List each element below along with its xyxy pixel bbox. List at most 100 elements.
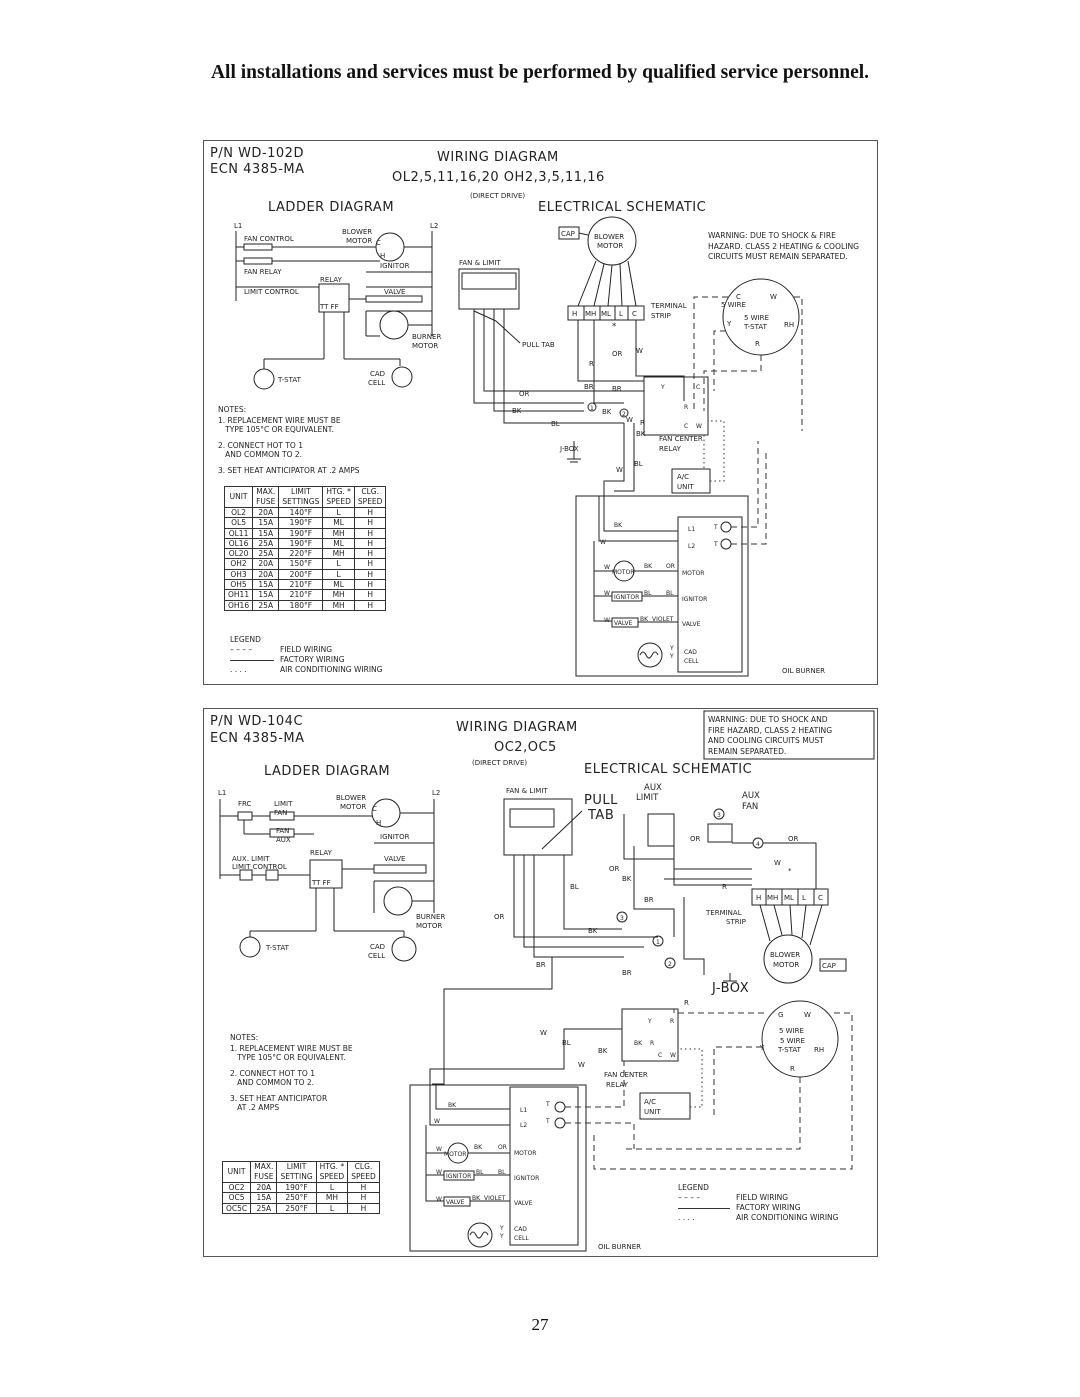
svg-text:W: W <box>604 590 610 597</box>
d1-drive: (DIRECT DRIVE) <box>470 192 525 200</box>
svg-text:LIMIT CONTROL: LIMIT CONTROL <box>244 288 299 296</box>
svg-text:BL: BL <box>634 460 643 468</box>
svg-text:A/C: A/C <box>677 473 689 481</box>
d1-ladder: L1 L2 FAN CONTROL BLOWER MOTOR C H FAN R… <box>234 222 441 390</box>
svg-text:RELAY: RELAY <box>320 276 343 284</box>
svg-text:ML: ML <box>601 310 611 318</box>
svg-text:R: R <box>790 1065 795 1073</box>
svg-text:L: L <box>802 894 806 902</box>
svg-text:MOTOR: MOTOR <box>412 342 438 350</box>
svg-text:VIOLET: VIOLET <box>484 1195 506 1202</box>
svg-text:BR: BR <box>536 961 546 969</box>
svg-text:1: 1 <box>590 405 594 412</box>
svg-text:R: R <box>722 883 727 891</box>
svg-text:IGNITOR: IGNITOR <box>682 596 707 603</box>
svg-text:FAN: FAN <box>276 827 289 835</box>
svg-text:BL: BL <box>570 883 579 891</box>
svg-text:Y: Y <box>499 1225 504 1232</box>
svg-text:L1: L1 <box>234 222 242 230</box>
svg-text:C: C <box>376 239 381 247</box>
svg-text:R: R <box>684 404 688 411</box>
svg-text:Y: Y <box>669 645 674 652</box>
d2-ladder-title: LADDER DIAGRAM <box>264 764 390 779</box>
svg-text:BL: BL <box>498 1169 506 1176</box>
d2-ladder: L1 L2 FRC LIMIT FAN FAN AUX BLOWER MOTOR… <box>218 789 445 962</box>
svg-text:MOTOR: MOTOR <box>597 242 623 250</box>
wiring-diagram-wd104c: P/N WD-104C ECN 4385-MA WIRING DIAGRAM O… <box>203 708 878 1257</box>
svg-text:CAD: CAD <box>514 1226 527 1233</box>
diagram2-drawing: P/N WD-104C ECN 4385-MA WIRING DIAGRAM O… <box>210 710 875 1252</box>
svg-text:BL: BL <box>551 420 560 428</box>
svg-text:G: G <box>778 1011 783 1019</box>
svg-text:W: W <box>434 1118 440 1125</box>
svg-text:FAN CENTER: FAN CENTER <box>659 435 703 443</box>
svg-text:MOTOR: MOTOR <box>612 569 634 576</box>
svg-text:VALVE: VALVE <box>384 855 405 863</box>
svg-text:BK: BK <box>622 875 632 883</box>
svg-text:CELL: CELL <box>368 952 385 960</box>
svg-text:3: 3 <box>717 812 721 819</box>
svg-text:BLOWER: BLOWER <box>342 228 372 236</box>
svg-text:W: W <box>604 564 610 571</box>
svg-text:L2: L2 <box>688 543 695 550</box>
svg-text:T: T <box>545 1101 550 1108</box>
svg-text:FAN CONTROL: FAN CONTROL <box>244 235 294 243</box>
svg-text:W: W <box>600 539 606 546</box>
svg-text:BR: BR <box>644 896 654 904</box>
svg-text:5 WIRE: 5 WIRE <box>779 1027 804 1035</box>
svg-text:C: C <box>696 384 700 391</box>
svg-text:VIOLET: VIOLET <box>652 616 674 623</box>
svg-text:AUX: AUX <box>644 783 662 793</box>
svg-text:C: C <box>818 894 823 902</box>
svg-text:OR: OR <box>519 390 530 398</box>
svg-text:FAN & LIMIT: FAN & LIMIT <box>506 787 548 795</box>
svg-text:L2: L2 <box>430 222 438 230</box>
svg-text:VALVE: VALVE <box>682 621 701 628</box>
svg-text:FAN CENTER: FAN CENTER <box>604 1071 648 1079</box>
svg-text:MOTOR: MOTOR <box>346 237 372 245</box>
d1-models: OL2,5,11,16,20 OH2,3,5,11,16 <box>392 170 605 185</box>
svg-text:OIL BURNER: OIL BURNER <box>782 667 825 675</box>
svg-text:BLOWER: BLOWER <box>594 233 624 241</box>
svg-text:A/C: A/C <box>644 1098 656 1106</box>
svg-text:MOTOR: MOTOR <box>514 1150 536 1157</box>
svg-text:H: H <box>756 894 761 902</box>
d2-drive: (DIRECT DRIVE) <box>472 759 527 767</box>
svg-text:LIMIT: LIMIT <box>636 793 659 803</box>
svg-text:R: R <box>670 1018 674 1025</box>
svg-text:W: W <box>636 347 643 355</box>
svg-text:W: W <box>626 416 633 424</box>
svg-text:VALVE: VALVE <box>514 1200 533 1207</box>
svg-text:UNIT: UNIT <box>644 1108 661 1116</box>
svg-text:BR: BR <box>612 385 622 393</box>
svg-text:BR: BR <box>584 383 594 391</box>
svg-text:CAD: CAD <box>684 649 697 656</box>
svg-text:CELL: CELL <box>368 379 385 387</box>
svg-text:OR: OR <box>498 1144 507 1151</box>
svg-text:TAB: TAB <box>587 808 614 823</box>
svg-text:L: L <box>619 310 623 318</box>
diagram1-drawing: P/N WD-102D ECN 4385-MA WIRING DIAGRAM O… <box>210 146 825 677</box>
svg-text:CELL: CELL <box>514 1235 529 1242</box>
svg-text:L1: L1 <box>688 526 695 533</box>
svg-text:IGNITOR: IGNITOR <box>614 594 639 601</box>
svg-text:5 WIRE: 5 WIRE <box>780 1037 805 1045</box>
svg-text:C: C <box>372 805 377 813</box>
svg-text:BK: BK <box>448 1102 457 1109</box>
svg-text:VALVE: VALVE <box>384 288 405 296</box>
svg-text:OR: OR <box>690 835 701 843</box>
svg-text:Y: Y <box>660 384 665 391</box>
d2-legend: LEGEND – – – –FIELD WIRING FACTORY WIRIN… <box>678 1183 839 1222</box>
d1-ladder-title: LADDER DIAGRAM <box>268 200 394 215</box>
svg-text:UNIT: UNIT <box>677 483 694 491</box>
svg-text:*: * <box>612 322 616 332</box>
svg-text:T: T <box>713 524 718 531</box>
svg-text:T: T <box>713 541 718 548</box>
svg-text:C: C <box>736 293 741 301</box>
svg-text:OIL BURNER: OIL BURNER <box>598 1243 641 1251</box>
